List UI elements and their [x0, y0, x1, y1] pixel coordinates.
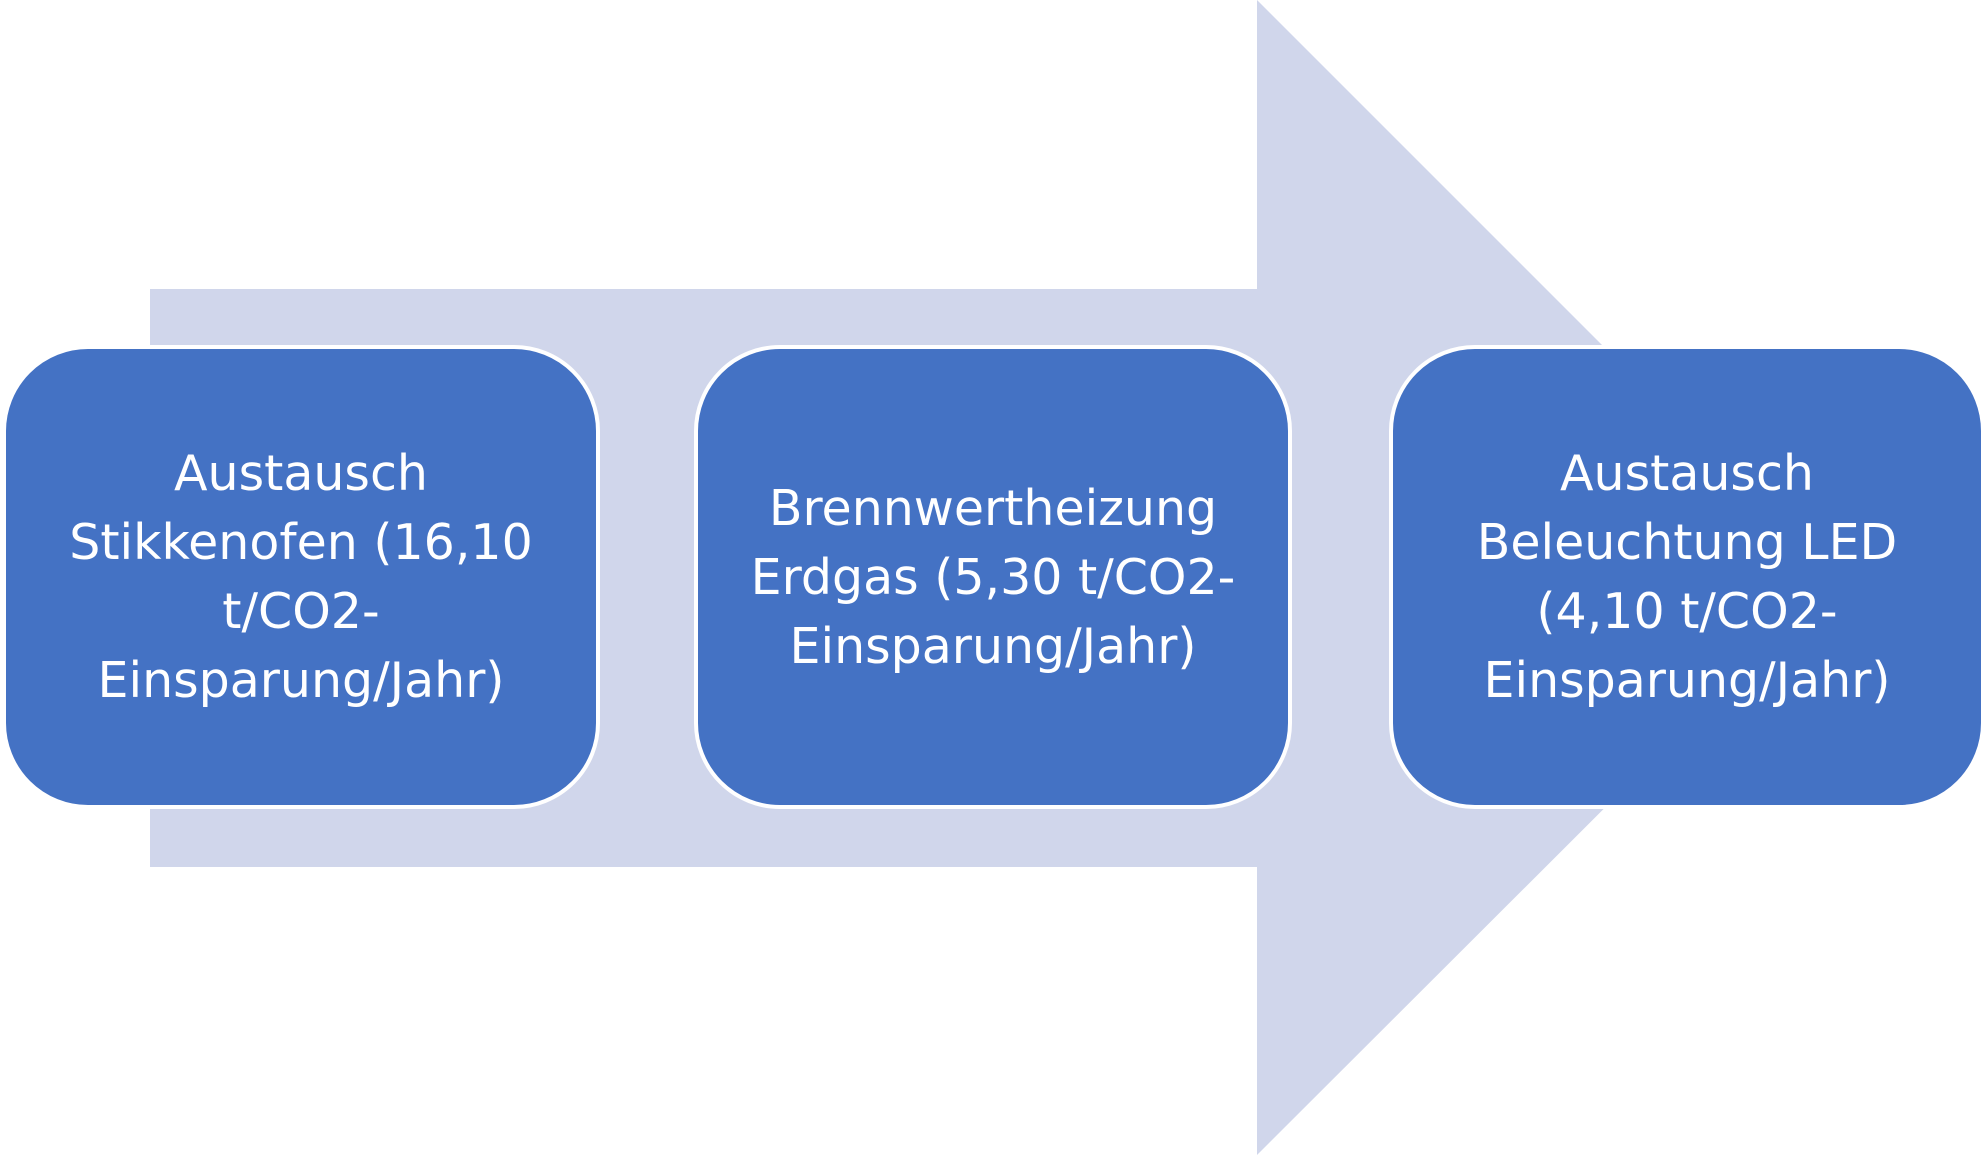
step-label: Austausch Stikkenofen (16,10 t/CO2- Eins…: [69, 445, 533, 709]
step-box-stikkenofen: Austausch Stikkenofen (16,10 t/CO2- Eins…: [2, 345, 600, 809]
step-box-brennwertheizung: Brennwertheizung Erdgas (5,30 t/CO2- Ein…: [694, 345, 1292, 809]
step-label: Austausch Beleuchtung LED (4,10 t/CO2- E…: [1476, 445, 1898, 709]
step-box-beleuchtung-led: Austausch Beleuchtung LED (4,10 t/CO2- E…: [1389, 345, 1985, 809]
step-label: Brennwertheizung Erdgas (5,30 t/CO2- Ein…: [750, 479, 1236, 675]
